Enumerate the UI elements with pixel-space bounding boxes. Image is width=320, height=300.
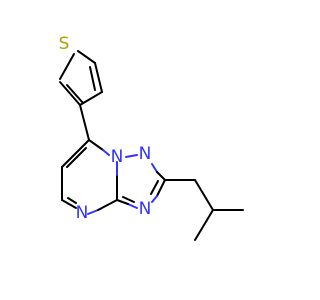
bond-c7-c6 — [61, 139, 90, 168]
bond-n8-c7 — [88, 139, 104, 151]
bond-c2-c3-inner — [66, 84, 84, 104]
bond-c2-n3 — [156, 179, 166, 197]
chemical-structure: S N N N N — [0, 0, 300, 300]
bond-c2-n3-b — [151, 195, 158, 203]
bond-c3-c4 — [79, 91, 103, 106]
bond-c7-c6-inner — [66, 147, 87, 168]
bond-c4-c5 — [94, 62, 103, 93]
bond-n8-c7-b — [102, 149, 110, 156]
bond-ch2-ch — [194, 179, 214, 211]
bond-ch-ch3b — [194, 209, 214, 241]
bond-n8-n1 — [125, 154, 138, 158]
bond-c4-c5-inner — [89, 66, 96, 91]
isobutyl-chain — [164, 179, 244, 241]
atom-label-sulfur: S — [59, 34, 70, 54]
bond-c3a-inner — [122, 196, 135, 203]
atom-label-nitrogen-bridge: N — [111, 147, 124, 167]
bond-n1-c2 — [151, 163, 158, 173]
bond-n3-c3a-b — [116, 199, 129, 205]
triazole-ring — [116, 154, 166, 209]
atom-label-nitrogen-triazole-top: N — [139, 144, 152, 164]
bond-s-c2 — [59, 53, 75, 80]
canvas-background — [0, 0, 300, 300]
bond-n4-c3a — [87, 209, 99, 215]
bond-n1-c2-b — [156, 171, 166, 181]
thiophene-ring — [59, 50, 103, 106]
bond-c5-n4-inner — [67, 197, 77, 204]
atom-label-nitrogen-triazole-bottom: N — [139, 199, 152, 219]
bond-c2-n3-inner — [150, 180, 159, 195]
bond-c2-c3 — [59, 81, 81, 106]
bond-n4-c3a-b — [97, 199, 118, 211]
bond-thiophene-pyrimidine — [79, 104, 90, 141]
atom-label-nitrogen-pyrimidine: N — [76, 203, 89, 223]
pyrimidine-ring — [61, 139, 118, 215]
bond-c5-s — [77, 50, 96, 64]
bond-c5-n4 — [61, 199, 77, 209]
bond-n3-c3a — [127, 203, 138, 209]
